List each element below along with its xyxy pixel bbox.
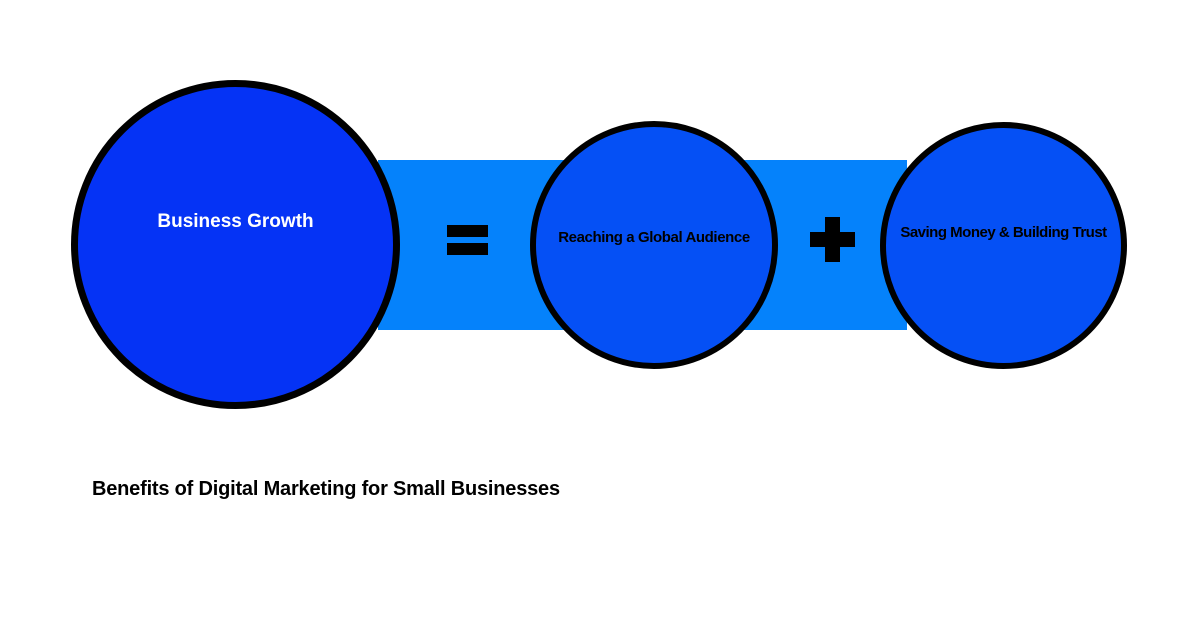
circle-global-audience: Reaching a Global Audience bbox=[530, 121, 778, 369]
circle-saving-money-trust-label: Saving Money & Building Trust bbox=[900, 224, 1107, 241]
equals-bar-bottom bbox=[447, 243, 488, 255]
equals-bar-top bbox=[447, 225, 488, 237]
circle-business-growth: Business Growth bbox=[71, 80, 400, 409]
diagram-title: Benefits of Digital Marketing for Small … bbox=[92, 478, 560, 500]
plus-icon: + bbox=[810, 217, 855, 262]
equals-icon: = bbox=[447, 225, 488, 255]
circle-global-audience-label: Reaching a Global Audience bbox=[558, 229, 750, 246]
plus-symbol-text: + bbox=[810, 217, 811, 218]
circle-saving-money-trust: Saving Money & Building Trust bbox=[880, 122, 1127, 369]
plus-bar-horizontal bbox=[810, 232, 855, 247]
circle-business-growth-label: Business Growth bbox=[157, 211, 314, 232]
